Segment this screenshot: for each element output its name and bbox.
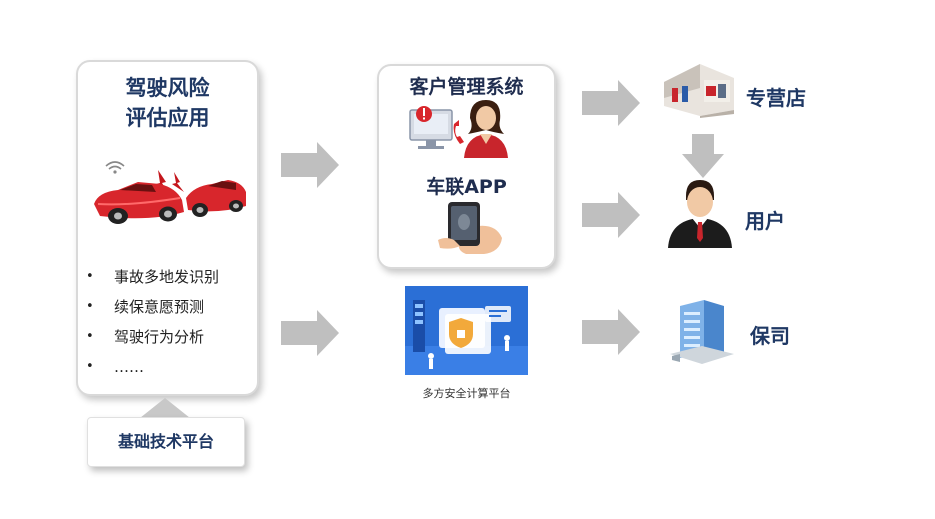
- panel-title-line2: 评估应用: [125, 106, 210, 130]
- arrow-to-dealer: [582, 80, 640, 126]
- list-item: 事故多地发识别: [86, 266, 219, 296]
- car-right: [186, 180, 246, 217]
- arrow-to-user: [582, 192, 640, 238]
- crash-icon: [156, 170, 184, 196]
- crm-illustration: [409, 100, 508, 158]
- wifi-icon: [105, 161, 125, 174]
- panel-title-line1: 驾驶风险: [125, 76, 210, 100]
- user-icon: [668, 180, 732, 248]
- secure-platform-label: 多方安全计算平台: [422, 387, 511, 400]
- up-arrow: [140, 398, 190, 418]
- secure-computing-illustration: [405, 286, 528, 375]
- list-item: 续保意愿预测: [86, 296, 219, 326]
- arrow-to-insurer: [582, 309, 640, 355]
- crm-title: 客户管理系统: [409, 76, 524, 98]
- user-label: 用户: [745, 209, 785, 233]
- app-title: 车联APP: [426, 176, 507, 198]
- arrow-dealer-to-user: [682, 134, 724, 178]
- building-icon: [670, 300, 734, 364]
- list-item: ……: [86, 356, 219, 386]
- arrow-to-middle-top: [281, 142, 339, 188]
- store-icon: [664, 64, 734, 118]
- insurer-label: 保司: [750, 324, 790, 348]
- alert-icon: [416, 106, 432, 122]
- agent-icon: [464, 100, 508, 158]
- feature-list: 事故多地发识别 续保意愿预测 驾驶行为分析 ……: [86, 266, 219, 386]
- base-platform-box: 基础技术平台: [87, 417, 245, 467]
- smartphone-icon: [438, 202, 502, 254]
- car-left: [94, 182, 184, 224]
- dealer-label: 专营店: [746, 86, 806, 110]
- list-item: 驾驶行为分析: [86, 326, 219, 356]
- arrow-to-middle-bottom: [281, 310, 339, 356]
- car-crash-illustration: [94, 161, 246, 224]
- phone-icon: [453, 120, 464, 144]
